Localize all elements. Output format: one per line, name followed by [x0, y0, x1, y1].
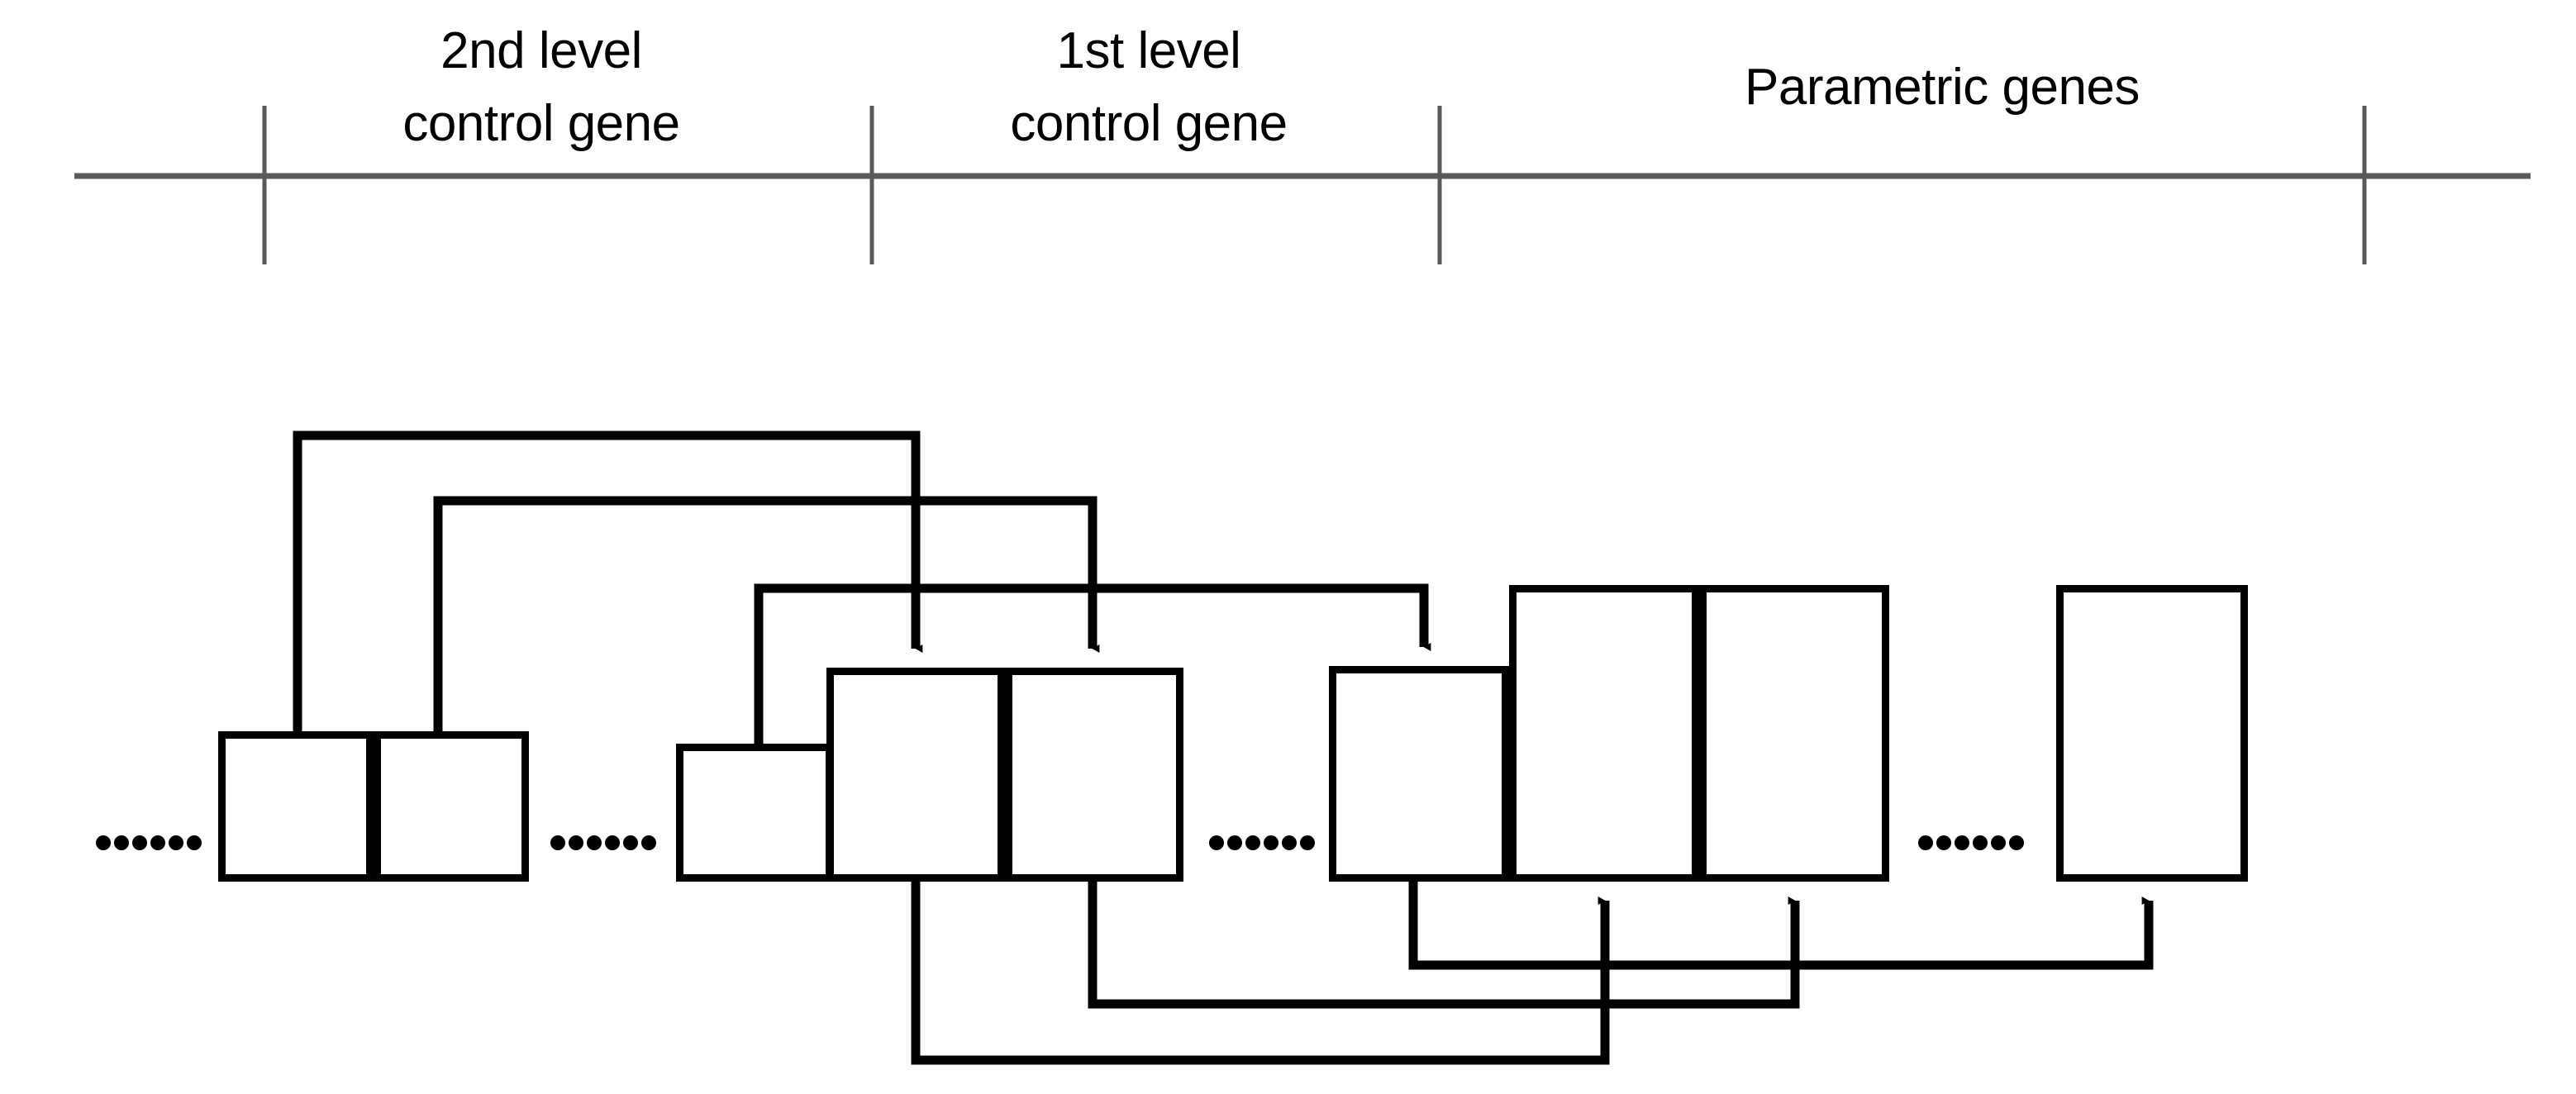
- wire-g1b1-to-g2b1: [293, 430, 923, 731]
- gene-box-g3-box-1[interactable]: [1509, 585, 1699, 882]
- ellipsis-dot: [1918, 835, 1933, 850]
- ellipsis-dot: [2009, 835, 2024, 850]
- connection-wires: [293, 430, 2154, 1065]
- gene-boxes: [218, 585, 2248, 882]
- wire-g1b2-to-g2b2: [433, 496, 1100, 731]
- ellipsis-dot: [1227, 835, 1242, 850]
- gene-group-first-level-control-genes: [676, 668, 1183, 882]
- ellipsis-dot: [587, 835, 602, 850]
- ellipsis-mid-right-icon: [1209, 835, 1315, 850]
- wire-g2b0-to-g3b0: [754, 583, 1431, 744]
- ellipsis-right-icon: [1918, 835, 2024, 850]
- ellipsis-dot: [1209, 835, 1224, 850]
- ellipsis-dot: [1282, 835, 1297, 850]
- ellipsis-dot: [114, 835, 129, 850]
- ellipsis-dot: [1955, 835, 1969, 850]
- gene-box-g3-box-0[interactable]: [1329, 666, 1509, 882]
- ellipsis-dot: [169, 835, 183, 850]
- gene-group-second-level-control-genes: [218, 731, 529, 882]
- ellipsis-dot: [1936, 835, 1951, 850]
- ellipsis-dot: [96, 835, 111, 850]
- ellipsis-dot: [150, 835, 165, 850]
- wire-g2b1-to-g3b1: [911, 882, 1610, 1065]
- ellipsis-dot: [605, 835, 620, 850]
- ellipsis-dot: [1991, 835, 2006, 850]
- header-label-second-level-control-gene: 2nd level control gene: [402, 22, 680, 153]
- gene-box-g1-box-1[interactable]: [218, 731, 374, 882]
- ellipsis-dot: [623, 835, 638, 850]
- gene-box-g2-box-0[interactable]: [676, 744, 833, 882]
- ellipsis-dot: [550, 835, 565, 850]
- ellipsis-dot: [187, 835, 202, 850]
- header-label-parametric-genes: Parametric genes: [1745, 59, 2140, 116]
- gene-box-g2-box-1[interactable]: [826, 668, 1005, 882]
- gene-box-g3-box-3[interactable]: [2056, 585, 2248, 882]
- ellipsis-dot: [1245, 835, 1260, 850]
- header-label-first-level-control-gene: 1st level control gene: [1010, 22, 1288, 153]
- ellipsis-dot: [1973, 835, 1988, 850]
- ellipsis-dot: [1300, 835, 1315, 850]
- wire-g2b2-to-g3b2: [1088, 882, 1800, 1009]
- ellipsis-mid-left-icon: [550, 835, 656, 850]
- gene-group-parametric-genes: [1329, 585, 2248, 882]
- gene-box-g1-box-2[interactable]: [374, 731, 529, 882]
- wire-g3b0-to-g3b3: [1408, 882, 2154, 970]
- ellipsis-dot: [1264, 835, 1278, 850]
- ellipsis-dot: [569, 835, 583, 850]
- ellipsis-left-icon: [96, 835, 202, 850]
- ellipsis-markers: [96, 835, 2024, 850]
- ellipsis-dot: [641, 835, 656, 850]
- ellipsis-dot: [132, 835, 147, 850]
- header-axis: [74, 106, 2531, 264]
- gene-box-g3-box-2[interactable]: [1699, 585, 1889, 882]
- gene-box-g2-box-2[interactable]: [1005, 668, 1183, 882]
